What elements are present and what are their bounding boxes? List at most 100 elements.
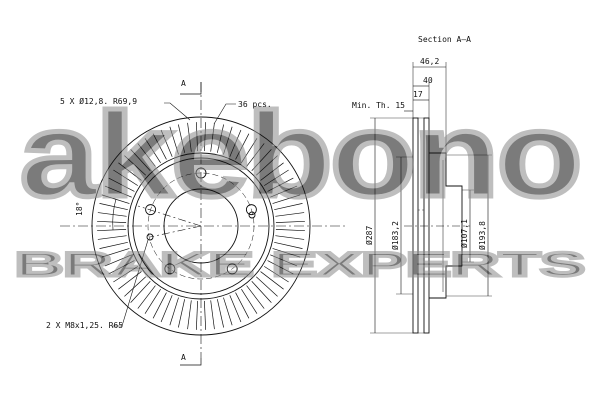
threaded-hole (248, 211, 256, 219)
vane-line (195, 300, 198, 330)
vane-line (223, 297, 233, 326)
dim-overall-thickness: 46,2 (420, 57, 439, 66)
vane-line (104, 185, 132, 198)
vane-line (260, 162, 284, 181)
vane-line (169, 297, 179, 326)
bolt-holes (145, 167, 257, 275)
vane-line (251, 149, 272, 172)
vane-line (97, 212, 127, 217)
vane-line (229, 295, 242, 323)
vane-line (137, 285, 156, 309)
dim-disc-thickness: 40 (423, 76, 433, 85)
vane-line (235, 292, 250, 319)
front-view (60, 82, 345, 366)
bolt-hole (164, 263, 176, 275)
vane-line (99, 241, 128, 249)
angle-arc (112, 198, 117, 231)
bolt-holes-leader (164, 102, 191, 121)
vane-line (97, 235, 127, 240)
brand-tagline: BRAKE EXPERTS (15, 246, 585, 284)
section-arrow-top (180, 82, 202, 95)
vane-line (270, 254, 298, 267)
threads-ray (149, 225, 202, 238)
vane-line (118, 162, 142, 181)
vane-line (124, 155, 147, 176)
vane-line (104, 254, 132, 267)
vane-line (144, 138, 161, 163)
dim-min-thickness: Min. Th. 15 (352, 101, 405, 110)
outer-rim (91, 116, 311, 336)
vanes-callout: 36 pcs. (238, 100, 272, 109)
vane-line (99, 203, 128, 211)
dim-outer-diameter: Ø287 (364, 226, 374, 245)
vane-line (130, 149, 151, 172)
vane-inner-ring (127, 152, 275, 300)
section-title: Section A–A (418, 35, 471, 44)
bolt-hole (226, 263, 238, 275)
brand-logo: akebono (20, 88, 580, 222)
vane-line (113, 169, 138, 186)
vane-line (255, 155, 278, 176)
inner-plate (423, 117, 430, 334)
vane-line (241, 289, 258, 314)
cooling-vanes (97, 122, 305, 330)
vane-line (210, 122, 215, 152)
dim-friction-diameter: Ø183,2 (390, 221, 400, 250)
bolt-holes-callout: 5 X Ø12,8. R69,9 (60, 96, 137, 106)
vane-line (275, 212, 305, 217)
section-mark-top: A (181, 79, 186, 88)
bolt-hole (145, 204, 157, 216)
vane-line (223, 126, 233, 155)
vane-line (275, 235, 305, 240)
vane-line (255, 276, 278, 297)
vane-line (97, 220, 127, 223)
vane-line (178, 299, 186, 328)
bolt-hole (245, 204, 257, 216)
vanes-leader (213, 103, 236, 125)
vane-line (152, 133, 167, 160)
section-mark-bottom: A (181, 353, 186, 362)
vane-line (246, 143, 265, 167)
vane-line (204, 300, 207, 330)
angle-ray (137, 205, 202, 227)
vane-line (274, 241, 303, 249)
dim-hat-offset: 17 (413, 90, 423, 99)
vane-line (275, 229, 305, 232)
center-bore (163, 188, 239, 264)
vane-line (108, 177, 135, 192)
vane-line (130, 280, 151, 303)
outer-plate (412, 117, 419, 334)
vane-line (101, 248, 130, 258)
vane-line (267, 260, 294, 275)
threaded-hole (146, 233, 154, 241)
vane-line (101, 194, 130, 204)
vane-line (97, 229, 127, 232)
hat-profile (429, 152, 463, 299)
vane-line (178, 124, 186, 153)
vane-line (195, 122, 198, 152)
vane-line (216, 299, 224, 328)
vane-line (267, 177, 294, 192)
bolt-pitch-circle (147, 172, 255, 280)
vane-line (144, 289, 161, 314)
vane-line (187, 300, 192, 330)
vane-line (235, 133, 250, 160)
vane-line (160, 295, 173, 323)
vane-line (229, 129, 242, 157)
vane-line (274, 203, 303, 211)
brand-watermark: akebono BRAKE EXPERTS (14, 86, 587, 286)
dim-hat-diameter: Ø193,8 (477, 221, 487, 250)
vane-line (251, 280, 272, 303)
vane-line (270, 185, 298, 198)
vane-line (275, 220, 305, 223)
vane-hatch (418, 117, 424, 334)
vane-line (264, 169, 289, 186)
vane-line (152, 292, 167, 319)
vane-line (124, 276, 147, 297)
vane-line (137, 143, 156, 167)
threads-leader (112, 239, 149, 327)
vane-line (160, 129, 173, 157)
vane-line (113, 266, 138, 283)
vane-line (187, 122, 192, 152)
